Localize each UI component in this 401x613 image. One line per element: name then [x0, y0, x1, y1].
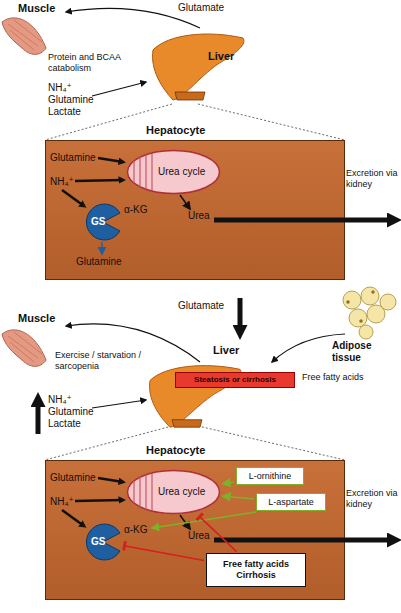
metabolite-label: Urea — [188, 210, 210, 222]
supply-connector — [223, 482, 234, 484]
inhibition-connector — [124, 546, 204, 561]
metabolite-label: α-KG — [124, 204, 148, 216]
metabolite-name: L-ornithine — [249, 471, 292, 482]
organ-shape: Liver — [148, 28, 248, 103]
decrease-arrow — [238, 298, 243, 334]
cell-name: Hepatocyte — [146, 444, 205, 456]
liver-shape — [148, 28, 248, 103]
metabolite-label: Glutamine — [50, 472, 96, 484]
metabolite-label: Glutamine — [48, 406, 94, 418]
zoom-line — [45, 426, 345, 460]
metabolite-label: Glutamate — [178, 2, 224, 14]
pathway-name: Urea cycle — [158, 486, 205, 498]
metabolite-box: L-aspartate — [256, 493, 326, 511]
metabolite-label: NH₄⁺ — [50, 496, 74, 508]
supply-connector — [223, 496, 254, 499]
band-label: Steatosis or cirrhosis — [194, 375, 276, 385]
metabolite-label: Glutamine — [50, 152, 96, 164]
metabolite-label: NH₄⁺ — [48, 82, 72, 94]
flux-arrow — [92, 82, 146, 96]
liver-shape — [145, 360, 245, 430]
organ-name: Muscle — [18, 312, 55, 325]
metabolite-label: α-KG — [124, 524, 148, 536]
metabolite-box: Free fatty acidsCirrhosis — [206, 553, 306, 587]
metabolite-label: Lactate — [48, 106, 81, 118]
process-label: Protein and BCAA catabolism — [48, 52, 130, 74]
metabolite-label: NH₄⁺ — [48, 394, 72, 406]
cell-name: Hepatocyte — [146, 124, 205, 136]
process-label: Exercise / starvation / sarcopenia — [55, 350, 143, 372]
enzyme-name: GS — [91, 216, 105, 228]
metabolite-label: Free fatty acids — [302, 372, 364, 383]
organ-name: Muscle — [18, 2, 55, 15]
flux-arrow — [92, 400, 146, 408]
metabolite-box: L-ornithine — [236, 467, 304, 485]
metabolite-name: L-aspartate — [268, 497, 314, 508]
mitochondrion: Urea cycle — [126, 149, 221, 195]
tissue-name: Adipose tissue — [332, 340, 394, 364]
organ-name: Liver — [213, 344, 239, 356]
organ-name: Liver — [208, 50, 234, 62]
metabolite-label: Glutamine — [76, 256, 122, 268]
disease-band: Steatosis or cirrhosis — [175, 372, 295, 388]
mitochondrion: Urea cycle — [126, 469, 221, 515]
metabolite-label: Urea — [188, 530, 210, 542]
organ-shape: LiverSteatosis or cirrhosis — [145, 360, 245, 430]
metabolite-label: Glutamate — [178, 300, 224, 312]
enzyme-symbol: GS — [84, 523, 122, 561]
metabolite-name: Free fatty acids — [223, 559, 289, 570]
metabolite-label: Glutamine — [48, 94, 94, 106]
enzyme-name: GS — [91, 536, 105, 548]
increase-arrow — [36, 398, 41, 434]
pathway-arrows — [62, 158, 396, 540]
muscle-illustration — [2, 18, 46, 55]
process-label: Excretion via kidney — [346, 488, 398, 510]
metabolite-label: NH₄⁺ — [50, 176, 74, 188]
process-label: Excretion via kidney — [346, 168, 398, 190]
zoom-line — [45, 104, 345, 140]
pathway-name: Urea cycle — [158, 166, 205, 178]
enzyme-symbol: GS — [84, 203, 122, 241]
metabolite-name: Cirrhosis — [236, 570, 276, 581]
adipose-illustration — [343, 287, 396, 339]
muscle-illustration — [2, 330, 46, 367]
metabolite-label: Lactate — [48, 418, 81, 430]
